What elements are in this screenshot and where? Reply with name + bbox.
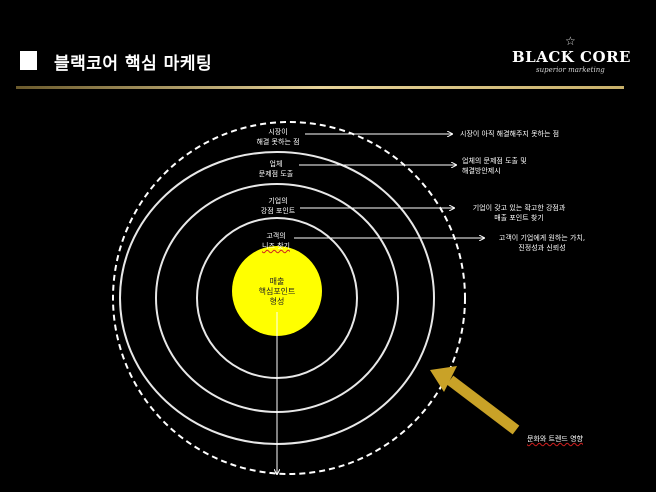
- outer-ring-dashed: [112, 121, 466, 475]
- core-label-line3: 형성: [269, 297, 285, 306]
- note-2: 업체의 문제점 도출 및 해결방안제시: [462, 156, 527, 176]
- influence-label: 문화와 트렌드 영향: [527, 435, 583, 443]
- influence-arrow: [430, 366, 520, 435]
- ring-2-label-line2: 문제점 도출: [258, 170, 294, 178]
- note-3-line1: 기업이 갖고 있는 확고한 강점과: [472, 204, 566, 212]
- ring-2-label: 업체 문제점 도출: [244, 159, 308, 179]
- note-4-line2: 진정성과 신뢰성: [518, 244, 566, 252]
- ring-4-label-line1: 고객의: [266, 232, 286, 240]
- ring-4-label-line2: 니즈 찾기: [262, 242, 290, 250]
- star-icon: ☆: [565, 34, 576, 48]
- ring-2-label-line1: 업체: [269, 160, 283, 168]
- core-circle: [232, 246, 322, 336]
- header-divider: [16, 86, 624, 89]
- note-1: 시장이 아직 해결해주지 못하는 점: [460, 129, 559, 139]
- note-4: 고객이 기업에게 원하는 가치, 진정성과 신뢰성: [487, 233, 597, 253]
- ring-3-label-line1: 기업의: [268, 197, 288, 205]
- ring-4-label: 고객의 니즈 찾기: [250, 231, 302, 251]
- logo-tagline: superior marketing: [536, 66, 605, 74]
- title-square-icon: [20, 51, 37, 70]
- title-bar: 블랙코어 핵심 마케팅: [18, 46, 638, 76]
- logo-wordmark: BLACK CORE: [512, 48, 631, 66]
- note-1-line1: 시장이 아직 해결해주지 못하는 점: [460, 130, 560, 138]
- note-3: 기업이 갖고 있는 확고한 강점과 매출 포인트 찾기: [460, 203, 578, 223]
- core-label-line1: 매출: [269, 277, 285, 286]
- ring-3-label-line2: 강점 포인트: [260, 207, 296, 215]
- note-4-line1: 고객이 기업에게 원하는 가치,: [498, 234, 586, 242]
- ring-3-label: 기업의 강점 포인트: [248, 196, 308, 216]
- brand-logo: ☆ BLACK CORE superior marketing: [510, 34, 630, 76]
- ring-1-label-line2: 해결 못하는 점: [256, 138, 300, 146]
- ring-1-label-line1: 시장이: [268, 128, 288, 136]
- note-2-line2: 해결방안제시: [462, 167, 501, 175]
- page-title: 블랙코어 핵심 마케팅: [54, 54, 213, 74]
- core-label-line2: 핵심포인트: [258, 287, 296, 296]
- core-label: 매출 핵심포인트 형성: [242, 277, 312, 307]
- note-2-line1: 업체의 문제점 도출 및: [462, 157, 527, 165]
- ring-1-label: 시장이 해결 못하는 점: [244, 127, 312, 147]
- note-3-line2: 매출 포인트 찾기: [494, 214, 544, 222]
